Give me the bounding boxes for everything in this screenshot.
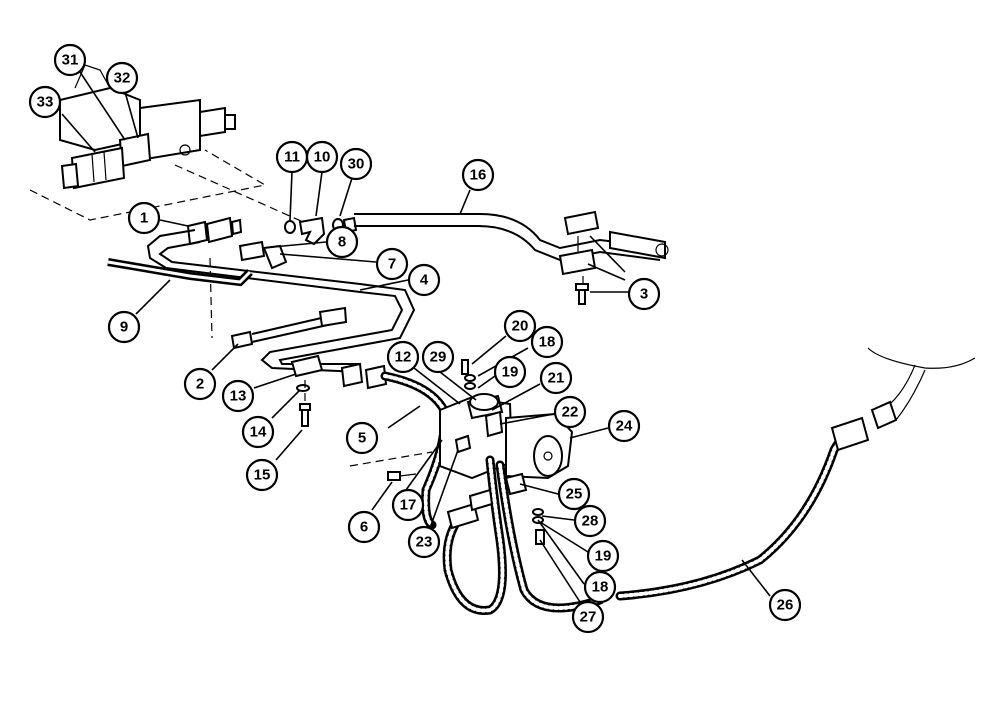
callout-label: 16 [470,167,487,184]
callout-label: 19 [595,548,612,565]
callout-8: 8 [325,225,359,259]
callout-label: 7 [388,256,396,273]
callout-label: 2 [196,376,204,393]
callout-29: 29 [421,340,455,374]
callout-15: 15 [245,458,279,492]
callout-label: 18 [592,579,609,596]
clamp-3 [558,210,600,305]
callout-19b: 19 [586,539,620,573]
callout-31: 31 [53,43,87,77]
callout-16: 16 [461,158,495,192]
callouts: 33 31 32 11 10 30 16 1 8 7 4 3 9 2 13 14… [28,43,802,634]
callout-label: 25 [566,486,583,503]
callout-1: 1 [127,201,161,235]
callout-7: 7 [375,247,409,281]
callout-label: 31 [62,52,79,69]
tube-2 [230,306,348,350]
callout-32: 32 [105,61,139,95]
callout-6: 6 [347,510,381,544]
callout-18: 18 [530,325,564,359]
callout-label: 24 [616,418,633,435]
callout-label: 30 [348,156,365,173]
callout-label: 20 [512,318,529,335]
callout-label: 8 [338,234,346,251]
callout-label: 19 [502,364,519,381]
parts-artwork [29,64,976,615]
callout-label: 23 [416,534,433,551]
callout-24: 24 [607,409,641,443]
callout-25: 25 [557,477,591,511]
callout-28: 28 [573,504,607,538]
callout-3: 3 [627,277,661,311]
callout-22: 22 [553,395,587,429]
callout-18b: 18 [583,570,617,604]
callout-label: 5 [358,430,366,447]
callout-11: 11 [275,140,309,174]
callout-30: 30 [339,147,373,181]
callout-label: 27 [580,609,597,626]
callout-label: 29 [430,349,447,366]
callout-label: 9 [120,319,128,336]
callout-4: 4 [407,263,441,297]
callout-label: 3 [640,286,648,303]
callout-23: 23 [407,525,441,559]
callout-13: 13 [221,379,255,413]
callout-label: 4 [420,272,429,289]
callout-label: 6 [360,519,368,536]
callout-label: 13 [230,388,247,405]
fitting-group-top [284,216,358,246]
callout-33: 33 [28,85,62,119]
callout-label: 14 [250,424,267,441]
callout-label: 26 [777,597,794,614]
callout-label: 32 [114,70,131,87]
fitting-1 [186,216,243,246]
callout-label: 21 [548,370,565,387]
callout-26: 26 [768,588,802,622]
callout-19: 19 [493,355,527,389]
callout-5: 5 [345,421,379,455]
callout-10: 10 [305,140,339,174]
callout-label: 17 [400,497,417,514]
callout-21: 21 [539,361,573,395]
callout-label: 10 [314,149,331,166]
control-valve-assembly [59,64,236,190]
bolt-6 [349,451,433,481]
callout-label: 15 [254,467,271,484]
callout-label: 12 [395,349,412,366]
callout-14: 14 [241,415,275,449]
callout-9: 9 [107,310,141,344]
callout-label: 28 [582,513,599,530]
clamp-13-14-15 [290,354,324,427]
callout-label: 11 [284,149,300,166]
callout-27: 27 [571,600,605,634]
callout-label: 1 [140,210,148,227]
leader-lines [61,71,771,603]
callout-label: 22 [562,404,579,421]
callout-20: 20 [503,309,537,343]
callout-label: 33 [37,94,54,111]
callout-17: 17 [391,488,425,522]
callout-12: 12 [386,340,420,374]
callout-2: 2 [183,367,217,401]
callout-label: 18 [539,334,556,351]
